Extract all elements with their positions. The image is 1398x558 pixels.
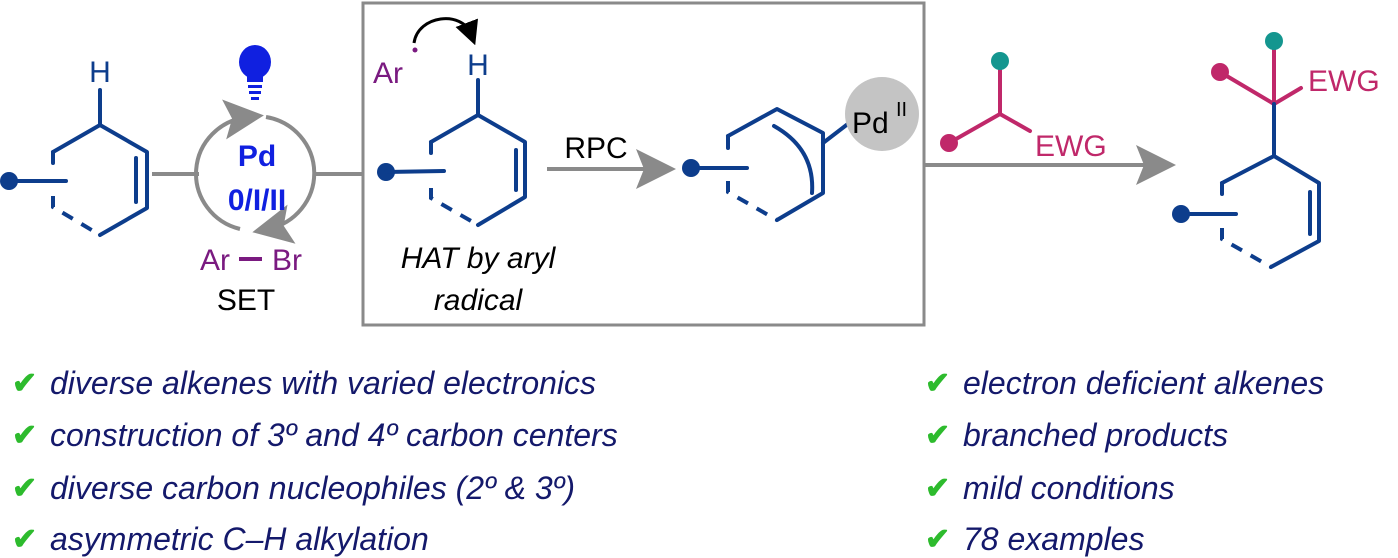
set-label: SET xyxy=(217,284,275,317)
pd-oxidation-superscript: II xyxy=(896,99,907,121)
nucleophile-ewg-label: EWG xyxy=(1035,130,1107,163)
oxidation-states: 0/I/II xyxy=(228,184,286,217)
feature-item: ✔ 78 examples xyxy=(925,521,1144,558)
hat-caption-line2: radical xyxy=(434,284,524,317)
bromide-label: Br xyxy=(272,244,302,277)
product: EWG xyxy=(1172,32,1380,269)
checkmark-icon: ✔ xyxy=(925,472,951,505)
aryl-label: Ar xyxy=(200,244,230,277)
feature-item: ✔ branched products xyxy=(925,417,1228,454)
feature-text: asymmetric C–H alkylation xyxy=(50,521,429,557)
feature-text: mild conditions xyxy=(963,470,1175,506)
pd-label: Pd xyxy=(852,107,889,140)
rpc-label: RPC xyxy=(564,132,627,165)
nucleophile: EWG xyxy=(925,52,1176,185)
hat-caption-line1: HAT by aryl xyxy=(401,242,557,275)
checkmark-icon: ✔ xyxy=(12,419,38,452)
feature-text: diverse alkenes with varied electronics xyxy=(50,365,597,401)
h-atom-label: H xyxy=(89,56,111,89)
feature-item: ✔ electron deficient alkenes xyxy=(925,365,1324,402)
checkmark-icon: ✔ xyxy=(12,367,38,400)
feature-text: branched products xyxy=(963,417,1229,453)
checkmark-icon: ✔ xyxy=(12,523,38,556)
catalyst-metal: Pd xyxy=(238,140,276,173)
feature-item: ✔ construction of 3º and 4º carbon center… xyxy=(12,417,618,454)
mechanism-box: Ar H HAT by aryl radical RPC Pd II xyxy=(361,1,926,327)
feature-text: 78 examples xyxy=(963,521,1145,557)
h-atom-label-2: H xyxy=(467,49,489,82)
checkmark-icon: ✔ xyxy=(925,419,951,452)
checkmark-icon: ✔ xyxy=(925,367,951,400)
feature-item: ✔ asymmetric C–H alkylation xyxy=(12,521,429,558)
feature-text: diverse carbon nucleophiles (2º & 3º) xyxy=(50,470,575,506)
starting-alkene: H xyxy=(0,56,149,237)
feature-item: ✔ diverse alkenes with varied electronics xyxy=(12,365,596,402)
curved-arrow-icon xyxy=(412,17,478,46)
feature-item: ✔ diverse carbon nucleophiles (2º & 3º) xyxy=(12,470,575,507)
light-bulb-icon xyxy=(239,45,271,100)
feature-item: ✔ mild conditions xyxy=(925,470,1175,507)
checkmark-icon: ✔ xyxy=(925,523,951,556)
checkmark-icon: ✔ xyxy=(12,472,38,505)
feature-text: construction of 3º and 4º carbon centers xyxy=(50,417,618,453)
aryl-radical-label: Ar xyxy=(373,57,403,90)
pd-catalytic-cycle: Pd 0/I/II Ar Br SET xyxy=(152,45,362,317)
product-ewg-label: EWG xyxy=(1308,65,1380,98)
pd-circle xyxy=(845,77,919,151)
radical-dot xyxy=(412,47,418,53)
feature-text: electron deficient alkenes xyxy=(963,365,1325,401)
